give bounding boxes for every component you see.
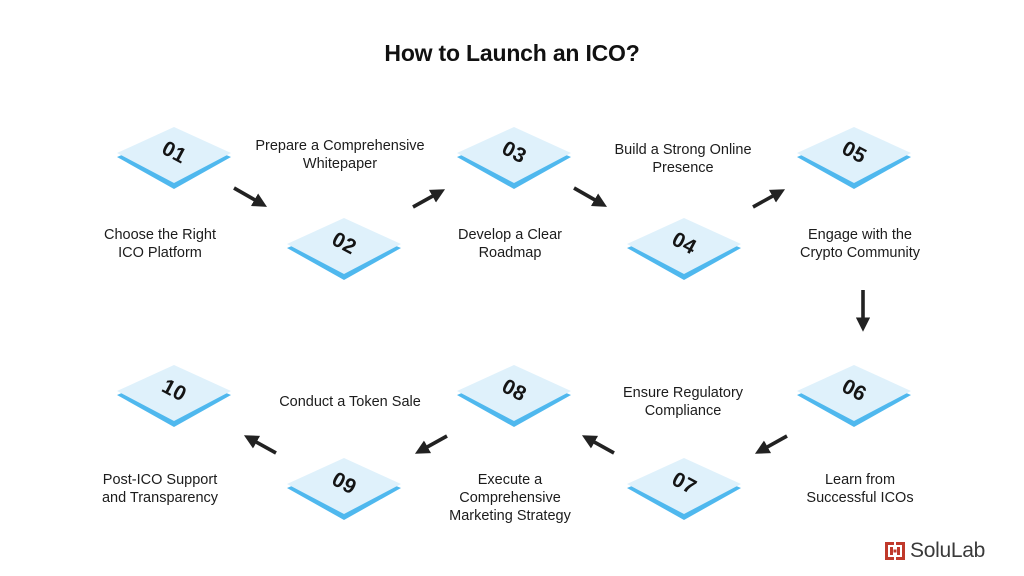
brand-name: SoluLab xyxy=(910,539,985,562)
step-04-diamond: 04 xyxy=(627,218,741,280)
step-06-diamond: 06 xyxy=(797,365,911,427)
step-02-diamond: 02 xyxy=(287,218,401,280)
arrow-01-to-02 xyxy=(233,186,268,207)
arrow-04-to-05 xyxy=(752,189,786,209)
solulab-logo-icon xyxy=(885,542,905,560)
arrow-07-to-08 xyxy=(581,435,615,455)
step-07-diamond: 07 xyxy=(627,458,741,520)
step-09-diamond: 09 xyxy=(287,458,401,520)
step-08-diamond: 08 xyxy=(457,365,571,427)
page-title: How to Launch an ICO? xyxy=(384,40,640,66)
step-10-diamond: 10 xyxy=(117,365,231,427)
arrow-06-to-07 xyxy=(754,434,788,454)
step-01-diamond: 01 xyxy=(117,127,231,189)
solulab-logo: SoluLab xyxy=(884,538,985,564)
arrow-08-to-09 xyxy=(414,434,448,454)
step-05-diamond: 05 xyxy=(797,127,911,189)
arrow-02-to-03 xyxy=(412,189,446,209)
arrow-03-to-04 xyxy=(573,186,608,207)
arrow-09-to-10 xyxy=(243,435,277,455)
step-03-diamond: 03 xyxy=(457,127,571,189)
step-09-label: Conduct a Token Sale xyxy=(279,394,421,410)
